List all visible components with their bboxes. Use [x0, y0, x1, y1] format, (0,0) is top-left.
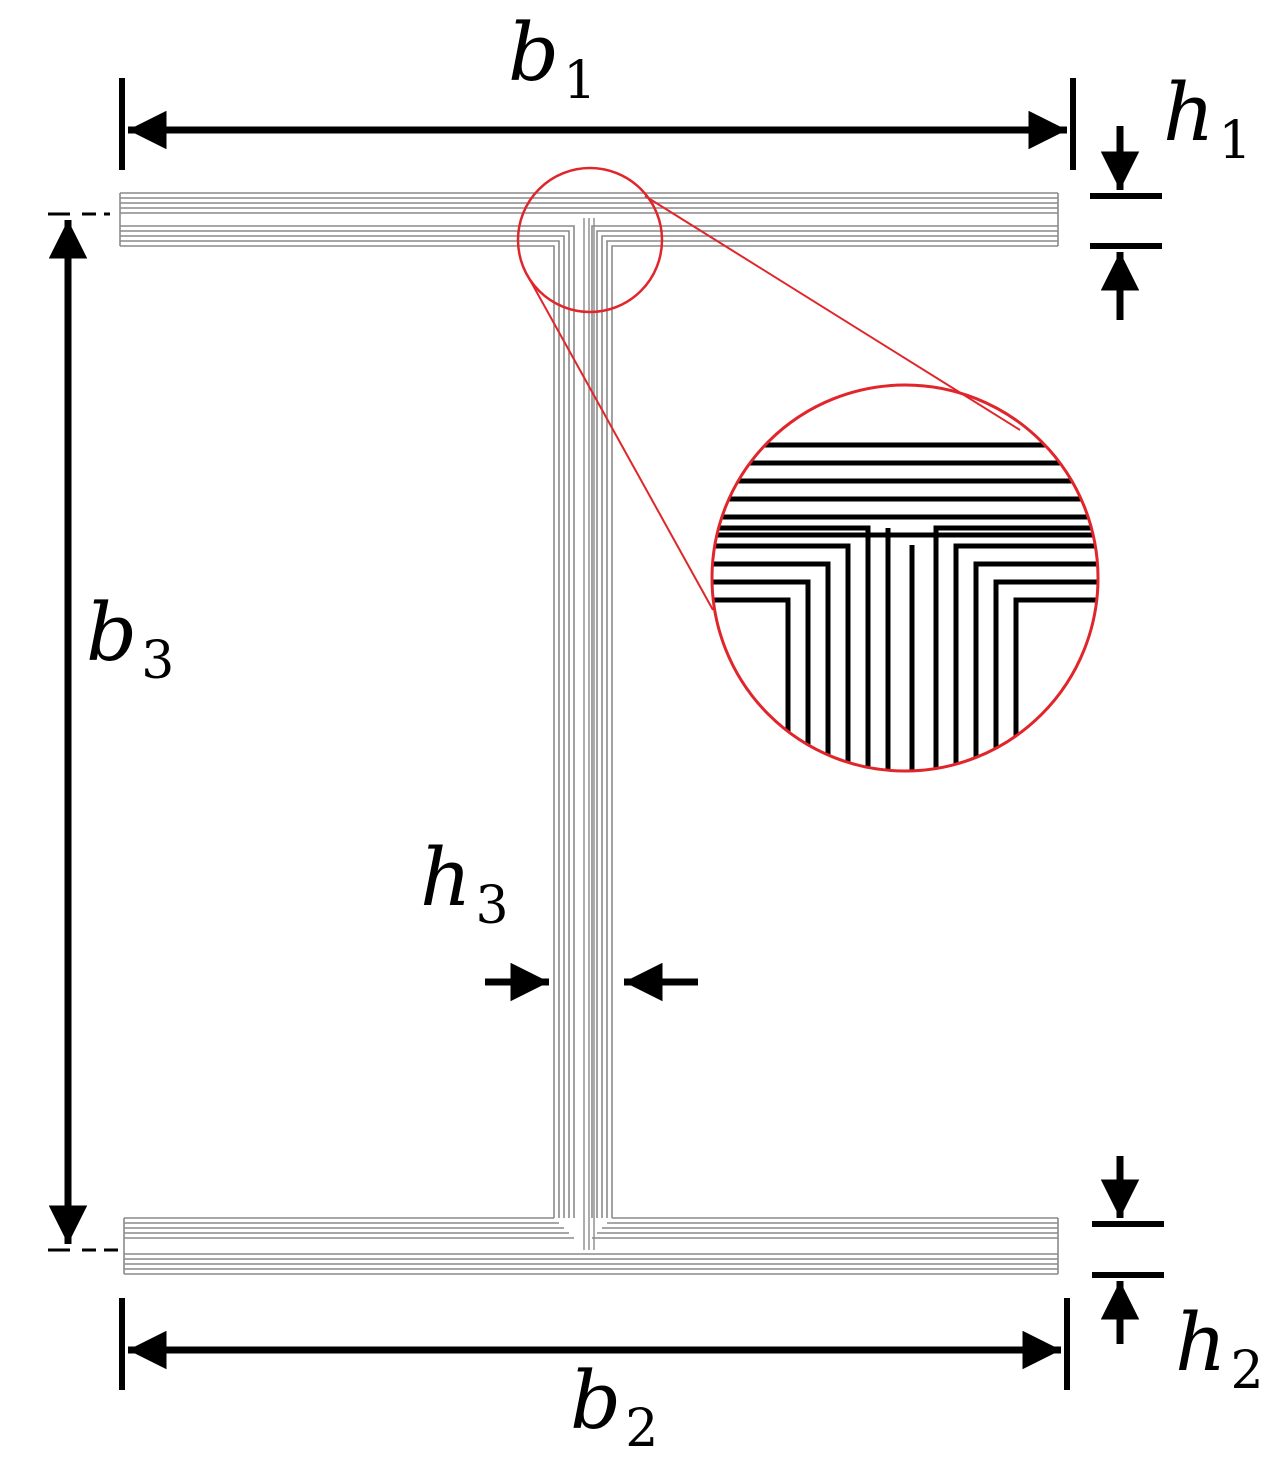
zoom-left-ply [712, 561, 831, 771]
top-flange-left-ply [120, 245, 555, 1218]
zoom-right-ply [933, 525, 1098, 771]
zoom-left-ply [712, 579, 811, 771]
dimension-b1 [119, 78, 1076, 170]
zoom-left-ply [712, 597, 791, 771]
zoom-right-ply [1013, 597, 1098, 771]
magnified-ply-junction [712, 442, 1098, 771]
top-flange-left-ply [120, 240, 560, 1218]
dimension-h1 [1090, 126, 1162, 320]
top-flange-right-ply [606, 240, 1058, 1218]
zoom-left-ply [712, 543, 851, 771]
magnifier-zoom-circle [710, 383, 1100, 773]
magnifier-source-circle [516, 166, 664, 314]
web [583, 218, 595, 1250]
zoom-right-ply [953, 543, 1098, 771]
bottom-flange [123, 1217, 1059, 1275]
top-flange-right-ply [611, 245, 1058, 1218]
dimension-b3 [48, 212, 118, 1252]
dimension-h2 [1092, 1156, 1164, 1344]
zoom-right-ply [993, 579, 1098, 771]
magnifier-connector-lower [529, 279, 714, 611]
magnifier-callout [516, 166, 1100, 773]
top-flange-left-ply [120, 230, 570, 1218]
top-flange [119, 192, 1059, 1218]
label-h2: h2 [1175, 1296, 1264, 1401]
i-beam-section [119, 192, 1059, 1275]
label-b2: b2 [570, 1354, 658, 1459]
top-flange-right-ply [596, 230, 1058, 1218]
top-flange-left-ply [120, 225, 575, 1218]
label-b3: b3 [86, 586, 174, 691]
label-h1: h1 [1163, 66, 1252, 171]
dimension-b2 [119, 1298, 1070, 1390]
top-flange-left-ply [120, 235, 565, 1218]
zoom-right-ply [973, 561, 1098, 771]
label-b1: b1 [508, 6, 596, 111]
zoom-left-ply [712, 525, 871, 771]
top-flange-right-ply [591, 225, 1058, 1218]
top-flange-right-ply [601, 235, 1058, 1218]
label-h3: h3 [420, 831, 509, 936]
